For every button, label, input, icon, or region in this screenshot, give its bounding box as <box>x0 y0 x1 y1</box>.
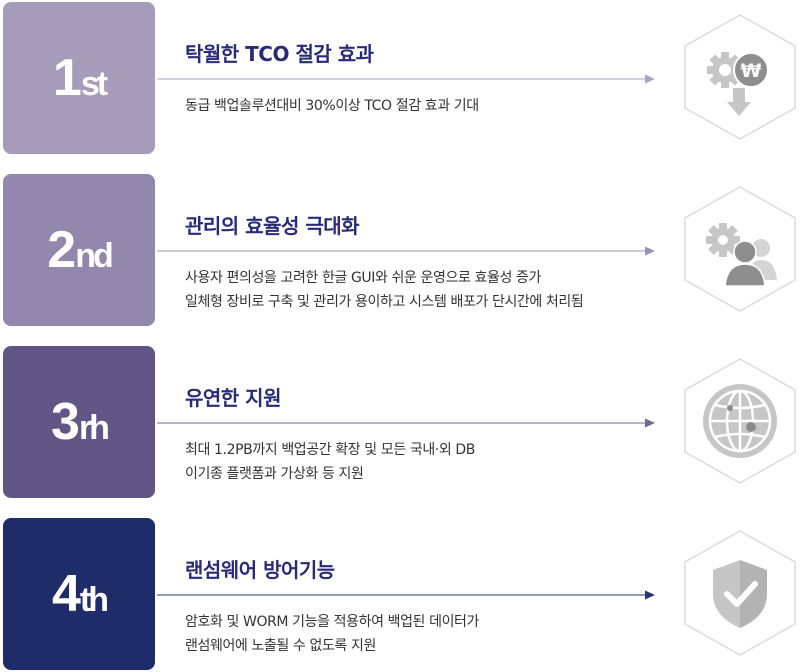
arrow-right-icon <box>157 246 655 256</box>
description-line: 사용자 편의성을 고려한 한글 GUI와 쉬운 운영으로 효율성 증가 <box>185 270 541 286</box>
feature-description: 사용자 편의성을 고려한 한글 GUI와 쉬운 운영으로 효율성 증가 일체형 … <box>185 266 584 314</box>
rank-suffix: nd <box>75 237 114 275</box>
svg-text:₩: ₩ <box>741 60 762 82</box>
rank-suffix: rh <box>78 409 110 447</box>
gear-won-download-icon: ₩ <box>684 14 796 140</box>
rank-number: 3 <box>51 393 80 451</box>
rank-number: 4 <box>51 565 81 623</box>
rank-suffix: th <box>79 581 109 619</box>
arrow-right-icon <box>157 590 655 600</box>
feature-title: 탁월한 TCO 절감 효과 <box>185 42 374 66</box>
feature-description: 동급 백업솔루션대비 30%이상 TCO 절감 효과 기대 <box>185 94 479 118</box>
description-line: 최대 1.2PB까지 백업공간 확장 및 모든 국내·외 DB <box>185 442 475 458</box>
feature-description: 암호화 및 WORM 기능을 적용하여 백업된 데이터가 랜섬웨어에 노출될 수… <box>185 610 479 658</box>
arrow-right-icon <box>157 74 655 84</box>
description-line: 랜섬웨어에 노출될 수 없도록 지원 <box>185 638 376 654</box>
feature-description: 최대 1.2PB까지 백업공간 확장 및 모든 국내·외 DB 이기종 플랫폼과… <box>185 438 475 486</box>
gear-users-icon <box>684 186 796 312</box>
description-line: 암호화 및 WORM 기능을 적용하여 백업된 데이터가 <box>185 614 480 630</box>
feature-title: 랜섬웨어 방어기능 <box>185 558 335 582</box>
description-line: 동급 백업솔루션대비 30%이상 TCO 절감 효과 기대 <box>185 98 479 114</box>
description-line: 이기종 플랫폼과 가상화 등 지원 <box>185 466 364 482</box>
feature-title: 관리의 효율성 극대화 <box>185 214 360 238</box>
feature-title: 유연한 지원 <box>185 386 281 410</box>
rank-number: 1 <box>52 49 82 107</box>
description-line: 일체형 장비로 구축 및 관리가 용이하고 시스템 배포가 단시간에 처리됨 <box>185 294 584 310</box>
arrow-right-icon <box>157 418 655 428</box>
shield-check-icon <box>684 530 796 656</box>
rank-number: 2 <box>47 221 76 279</box>
rank-suffix: st <box>80 65 108 103</box>
globe-network-icon <box>684 358 796 484</box>
